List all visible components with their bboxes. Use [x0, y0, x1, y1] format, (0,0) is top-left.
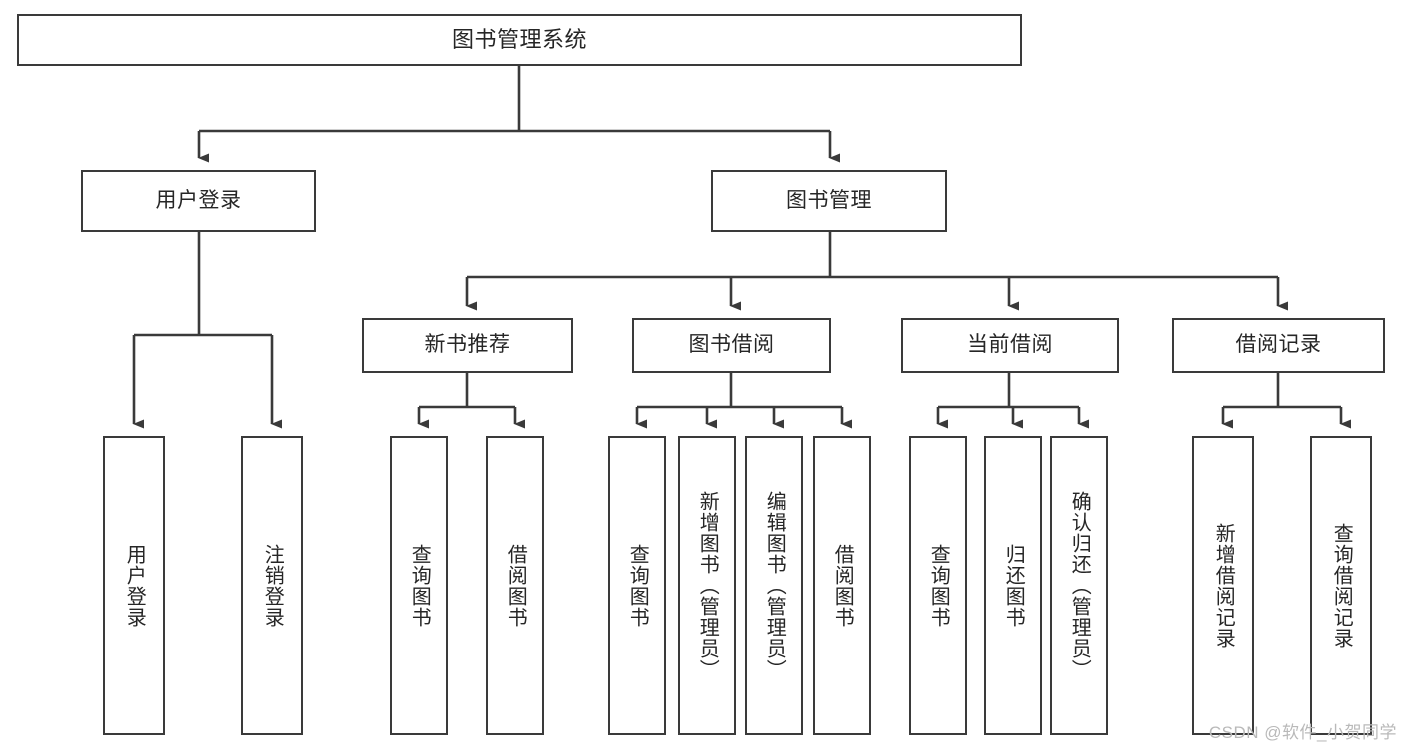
leaf-query-book-2-label: 查询图书	[626, 543, 649, 628]
node-root[interactable]: 图书管理系统	[17, 14, 1022, 66]
leaf-user-login[interactable]: 用户登录	[103, 436, 165, 735]
leaf-borrow-book-1[interactable]: 借阅图书	[486, 436, 544, 735]
node-book-borrow[interactable]: 图书借阅	[632, 318, 831, 373]
leaf-add-book-label: 新增图书（管理员）	[696, 491, 719, 680]
node-current-borrow[interactable]: 当前借阅	[901, 318, 1119, 373]
node-book-management-label: 图书管理	[786, 188, 872, 212]
leaf-query-book-1[interactable]: 查询图书	[390, 436, 448, 735]
leaf-confirm-return-label: 确认归还（管理员）	[1068, 491, 1091, 680]
leaf-user-login-label: 用户登录	[123, 543, 146, 628]
leaf-edit-book[interactable]: 编辑图书（管理员）	[745, 436, 803, 735]
leaf-query-book-1-label: 查询图书	[408, 543, 431, 628]
watermark: CSDN @软件_小贺同学	[1208, 723, 1397, 742]
leaf-borrow-book-2[interactable]: 借阅图书	[813, 436, 871, 735]
node-book-borrow-label: 图书借阅	[688, 333, 775, 357]
leaf-query-record[interactable]: 查询借阅记录	[1310, 436, 1372, 735]
node-new-book-recommend[interactable]: 新书推荐	[362, 318, 573, 373]
node-borrow-record[interactable]: 借阅记录	[1172, 318, 1385, 373]
leaf-add-record-label: 新增借阅记录	[1212, 522, 1235, 649]
leaf-return-book[interactable]: 归还图书	[984, 436, 1042, 735]
leaf-query-book-3[interactable]: 查询图书	[909, 436, 967, 735]
leaf-add-record[interactable]: 新增借阅记录	[1192, 436, 1254, 735]
leaf-query-book-3-label: 查询图书	[927, 543, 950, 628]
leaf-logout-label: 注销登录	[261, 543, 284, 628]
node-book-management[interactable]: 图书管理	[711, 170, 947, 232]
leaf-add-book[interactable]: 新增图书（管理员）	[678, 436, 736, 735]
leaf-edit-book-label: 编辑图书（管理员）	[763, 491, 786, 680]
node-user-login-label: 用户登录	[155, 188, 242, 212]
node-root-label: 图书管理系统	[451, 27, 587, 53]
leaf-confirm-return[interactable]: 确认归还（管理员）	[1050, 436, 1108, 735]
leaf-query-book-2[interactable]: 查询图书	[608, 436, 666, 735]
node-borrow-record-label: 借阅记录	[1235, 333, 1322, 357]
node-user-login[interactable]: 用户登录	[81, 170, 316, 232]
leaf-logout[interactable]: 注销登录	[241, 436, 303, 735]
leaf-query-record-label: 查询借阅记录	[1330, 522, 1353, 649]
node-new-book-recommend-label: 新书推荐	[424, 333, 511, 357]
node-current-borrow-label: 当前借阅	[967, 333, 1053, 357]
leaf-return-book-label: 归还图书	[1002, 543, 1025, 628]
leaf-borrow-book-1-label: 借阅图书	[504, 543, 527, 628]
leaf-borrow-book-2-label: 借阅图书	[831, 543, 854, 628]
